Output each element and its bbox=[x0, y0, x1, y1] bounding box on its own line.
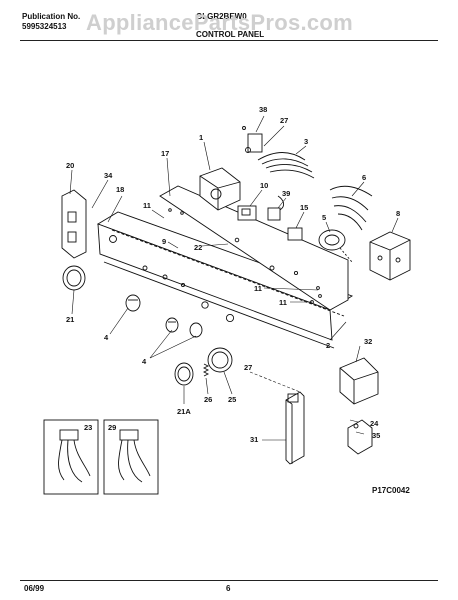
callout-23: 23 bbox=[84, 423, 92, 432]
callout-27-bottom: 27 bbox=[244, 363, 252, 372]
callout-15: 15 bbox=[300, 203, 308, 212]
callout-22: 22 bbox=[194, 243, 202, 252]
callout-4-lower: 4 bbox=[142, 357, 147, 366]
callout-11-left: 11 bbox=[143, 201, 151, 210]
callout-11-right-upper: 11 bbox=[254, 284, 262, 293]
callout-39: 39 bbox=[282, 189, 290, 198]
callout-35: 35 bbox=[372, 431, 380, 440]
watermark-logo: AppliancePartsPros.com bbox=[86, 10, 354, 35]
callout-9: 9 bbox=[162, 237, 166, 246]
callout-38: 38 bbox=[259, 105, 267, 114]
callout-32: 32 bbox=[364, 337, 372, 346]
callout-5: 5 bbox=[322, 213, 326, 222]
page-number: 6 bbox=[226, 584, 231, 593]
callout-4-upper: 4 bbox=[104, 333, 109, 342]
callout-26: 26 bbox=[204, 395, 212, 404]
callout-31: 31 bbox=[250, 435, 258, 444]
callout-1: 1 bbox=[199, 133, 203, 142]
callout-18: 18 bbox=[116, 185, 124, 194]
callout-21a: 21A bbox=[177, 407, 191, 416]
knob-4-middle-part bbox=[165, 317, 179, 333]
callout-11-right-lower: 11 bbox=[279, 298, 287, 307]
footer-rule bbox=[20, 580, 438, 581]
model-number: GLGR2BEW0 bbox=[196, 12, 247, 21]
section-title: CONTROL PANEL bbox=[196, 30, 265, 39]
callout-20: 20 bbox=[66, 161, 74, 170]
callout-25: 25 bbox=[228, 395, 236, 404]
clip-35-part bbox=[347, 419, 373, 455]
switch-39-part bbox=[267, 195, 285, 221]
switch-38-part bbox=[242, 126, 263, 153]
switch-10-part bbox=[237, 205, 257, 221]
pressure-switch-5-part bbox=[318, 229, 353, 263]
figure-code: P17C0042 bbox=[372, 486, 410, 495]
bracket-32-part bbox=[339, 357, 379, 405]
callout-6: 6 bbox=[362, 173, 366, 182]
callout-17: 17 bbox=[161, 149, 169, 158]
knob-21-part bbox=[62, 265, 86, 291]
callout-21: 21 bbox=[66, 315, 74, 324]
footer-date: 06/99 bbox=[24, 584, 45, 593]
switch-15-part bbox=[287, 227, 303, 241]
publication-label: Publication No. bbox=[22, 12, 81, 21]
publication-number: 5995324513 bbox=[22, 22, 67, 31]
end-cap-20-part bbox=[61, 189, 87, 259]
callout-8: 8 bbox=[396, 209, 400, 218]
inset-harness-29 bbox=[103, 419, 159, 495]
callout-labels: 38 27 1 3 17 20 34 18 10 39 6 15 11 9 22… bbox=[66, 105, 400, 444]
inset-harness-23 bbox=[43, 419, 99, 495]
callout-29: 29 bbox=[108, 423, 116, 432]
header-rule bbox=[20, 40, 438, 41]
dial-25-part bbox=[207, 347, 233, 373]
harness-3-part bbox=[257, 152, 315, 179]
spring-26-part bbox=[202, 363, 210, 377]
timer-part bbox=[199, 167, 241, 211]
callout-3: 3 bbox=[304, 137, 308, 146]
callout-10: 10 bbox=[260, 181, 268, 190]
callout-24: 24 bbox=[370, 419, 379, 428]
timer-box-8-part bbox=[369, 231, 411, 281]
callout-27-top: 27 bbox=[280, 116, 288, 125]
knob-21a-part bbox=[174, 362, 194, 386]
control-panel-body bbox=[96, 185, 354, 349]
leader-lines bbox=[69, 115, 399, 441]
callout-34: 34 bbox=[104, 171, 113, 180]
callout-2: 2 bbox=[326, 341, 330, 350]
rail-31-part bbox=[285, 391, 305, 465]
knob-4-lower-part bbox=[189, 322, 203, 338]
harness-6-part bbox=[329, 185, 373, 231]
knob-4-upper-part bbox=[125, 294, 141, 312]
